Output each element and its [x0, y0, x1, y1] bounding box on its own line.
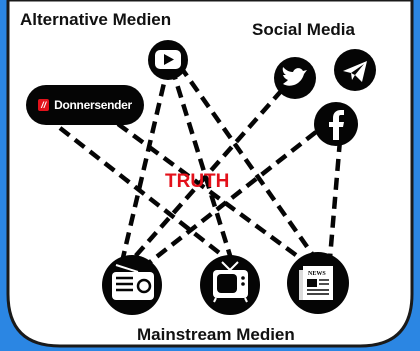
social-media-label: Social Media	[252, 20, 355, 39]
donnersender-mark: //	[38, 99, 50, 111]
line-donnersender-tv	[58, 126, 224, 257]
telegram-icon	[334, 49, 376, 91]
line-facebook-news	[327, 139, 343, 259]
alternative-media-label: Alternative Medien	[20, 10, 172, 29]
truth-label: TRUTH	[165, 171, 230, 192]
newspaper-icon: NEWS	[287, 252, 349, 314]
line-youtube-news	[178, 64, 317, 260]
line-youtube-radio	[119, 65, 171, 263]
tv-icon	[200, 255, 260, 315]
facebook-icon	[314, 102, 358, 146]
radio-icon	[102, 255, 162, 315]
donnersender-name: Donnersender	[54, 98, 132, 112]
twitter-icon	[274, 57, 316, 99]
mainstream-media-label: Mainstream Medien	[137, 325, 295, 344]
line-youtube-tv	[169, 67, 235, 263]
connection-lines	[58, 64, 343, 264]
line-facebook-radio	[148, 130, 318, 264]
newspaper-caption: NEWS	[308, 271, 326, 277]
donnersender-logo: // Donnersender	[26, 85, 144, 125]
youtube-icon	[148, 40, 188, 80]
